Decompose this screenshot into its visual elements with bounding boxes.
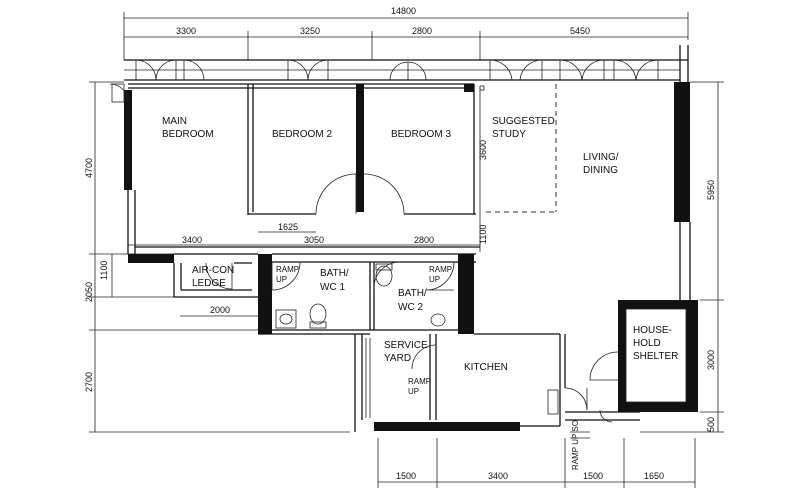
dim-mid-1: 3400: [182, 235, 202, 245]
label-bedroom-2: BEDROOM 2: [272, 129, 332, 140]
dim-right-2: 3000: [706, 350, 716, 370]
dim-mid-1625: 1625: [278, 222, 298, 232]
fixtures: [275, 85, 485, 329]
dim-right-3: 500: [706, 417, 716, 432]
dim-bottom-4: 1650: [644, 471, 664, 481]
label-ramp-bath1-2: UP: [276, 275, 287, 284]
dim-left-4: 2700: [84, 372, 94, 392]
label-ramp-kitchen-1: RAMP: [408, 377, 431, 386]
label-ramp-bath1-1: RAMP: [276, 265, 299, 274]
dim-bottom-1: 1500: [396, 471, 416, 481]
label-bath1-2: WC 1: [320, 282, 345, 293]
dim-top-1: 3300: [176, 26, 196, 36]
label-bath1-1: BATH/: [320, 268, 349, 279]
dim-top-4: 5450: [570, 26, 590, 36]
dim-mid-2000: 2000: [210, 305, 230, 315]
label-service-2: YARD: [384, 353, 411, 364]
label-aircon-1: AIR-CON: [192, 265, 234, 276]
room-labels: MAIN BEDROOM BEDROOM 2 BEDROOM 3 SUGGEST…: [162, 116, 678, 470]
label-study-1: SUGGESTED: [492, 116, 555, 127]
label-shelter-2: HOLD: [633, 338, 661, 349]
doors: [109, 59, 659, 423]
dim-study-1100: 1100: [478, 225, 488, 244]
dim-overall-top: 14800: [391, 6, 416, 16]
dim-left-2: 1100: [99, 261, 109, 280]
label-ramp-bath2-1: RAMP: [429, 265, 452, 274]
walls: [124, 45, 698, 439]
label-ramp-kitchen-2: UP: [408, 387, 419, 396]
dim-bottom-3: 1500: [583, 471, 603, 481]
label-main-bedroom-1: MAIN: [162, 116, 187, 127]
dim-top-2: 3250: [300, 26, 320, 36]
label-living-1: LIVING/: [583, 152, 619, 163]
dim-right-1: 5950: [706, 180, 716, 200]
label-study-2: STUDY: [492, 129, 526, 140]
label-bedroom-3: BEDROOM 3: [391, 129, 451, 140]
label-service-1: SERVICE: [384, 340, 428, 351]
dim-mid-2: 3050: [304, 235, 324, 245]
dim-study-3600: 3600: [478, 140, 488, 160]
dim-top-3: 2800: [412, 26, 432, 36]
label-main-bedroom-2: BEDROOM: [162, 129, 214, 140]
label-bath2-2: WC 2: [398, 302, 423, 313]
label-kitchen: KITCHEN: [464, 362, 508, 373]
dim-bottom-2: 3400: [488, 471, 508, 481]
label-aircon-2: LEDGE: [192, 278, 226, 289]
dim-left-1: 4700: [84, 158, 94, 178]
dim-left-3: 2050: [84, 282, 94, 302]
dim-mid-3: 2800: [414, 235, 434, 245]
label-shelter-1: HOUSE-: [633, 325, 672, 336]
dimension-labels: 14800 3300 3250 2800 5450 3400 3050 2800…: [84, 6, 716, 481]
label-shelter-3: SHELTER: [633, 351, 678, 362]
label-ramp-bath2-2: UP: [429, 275, 440, 284]
label-ramp-entrance: RAMP UP SO: [571, 420, 580, 470]
label-bath2-1: BATH/: [398, 288, 427, 299]
dimension-lines: [89, 12, 724, 488]
label-living-2: DINING: [583, 165, 618, 176]
